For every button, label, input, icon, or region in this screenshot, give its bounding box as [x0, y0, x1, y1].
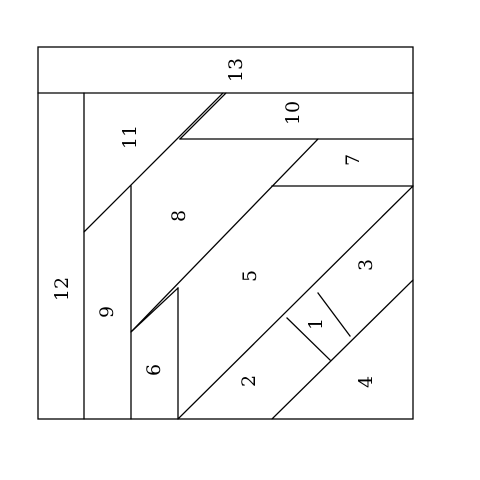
- piece-label-9: 9: [96, 306, 118, 318]
- piece-label-10: 10: [282, 101, 304, 125]
- piece-label-13: 13: [225, 58, 247, 82]
- piece-label-6: 6: [143, 364, 165, 376]
- seam-5-diagonal: [177, 185, 414, 420]
- piece-label-5: 5: [239, 270, 261, 282]
- seam-4-diagonal: [271, 279, 414, 420]
- piece-label-11: 11: [119, 125, 141, 149]
- piece-label-2: 2: [238, 375, 260, 387]
- seam-8-diagonal: [130, 138, 319, 333]
- piece-label-3: 3: [355, 259, 377, 271]
- seam-1-right: [317, 292, 351, 337]
- piece-label-8: 8: [168, 210, 190, 222]
- seam-6-top: [130, 287, 179, 333]
- piece-label-4: 4: [355, 376, 377, 388]
- seam-10-diagonal: [179, 92, 227, 140]
- outer-border: [37, 46, 414, 420]
- piece-label-12: 12: [51, 277, 73, 301]
- seam-1-left: [286, 317, 331, 361]
- piece-label-1: 1: [305, 318, 327, 330]
- seam-11-diagonal: [83, 92, 224, 233]
- piece-label-7: 7: [342, 154, 364, 166]
